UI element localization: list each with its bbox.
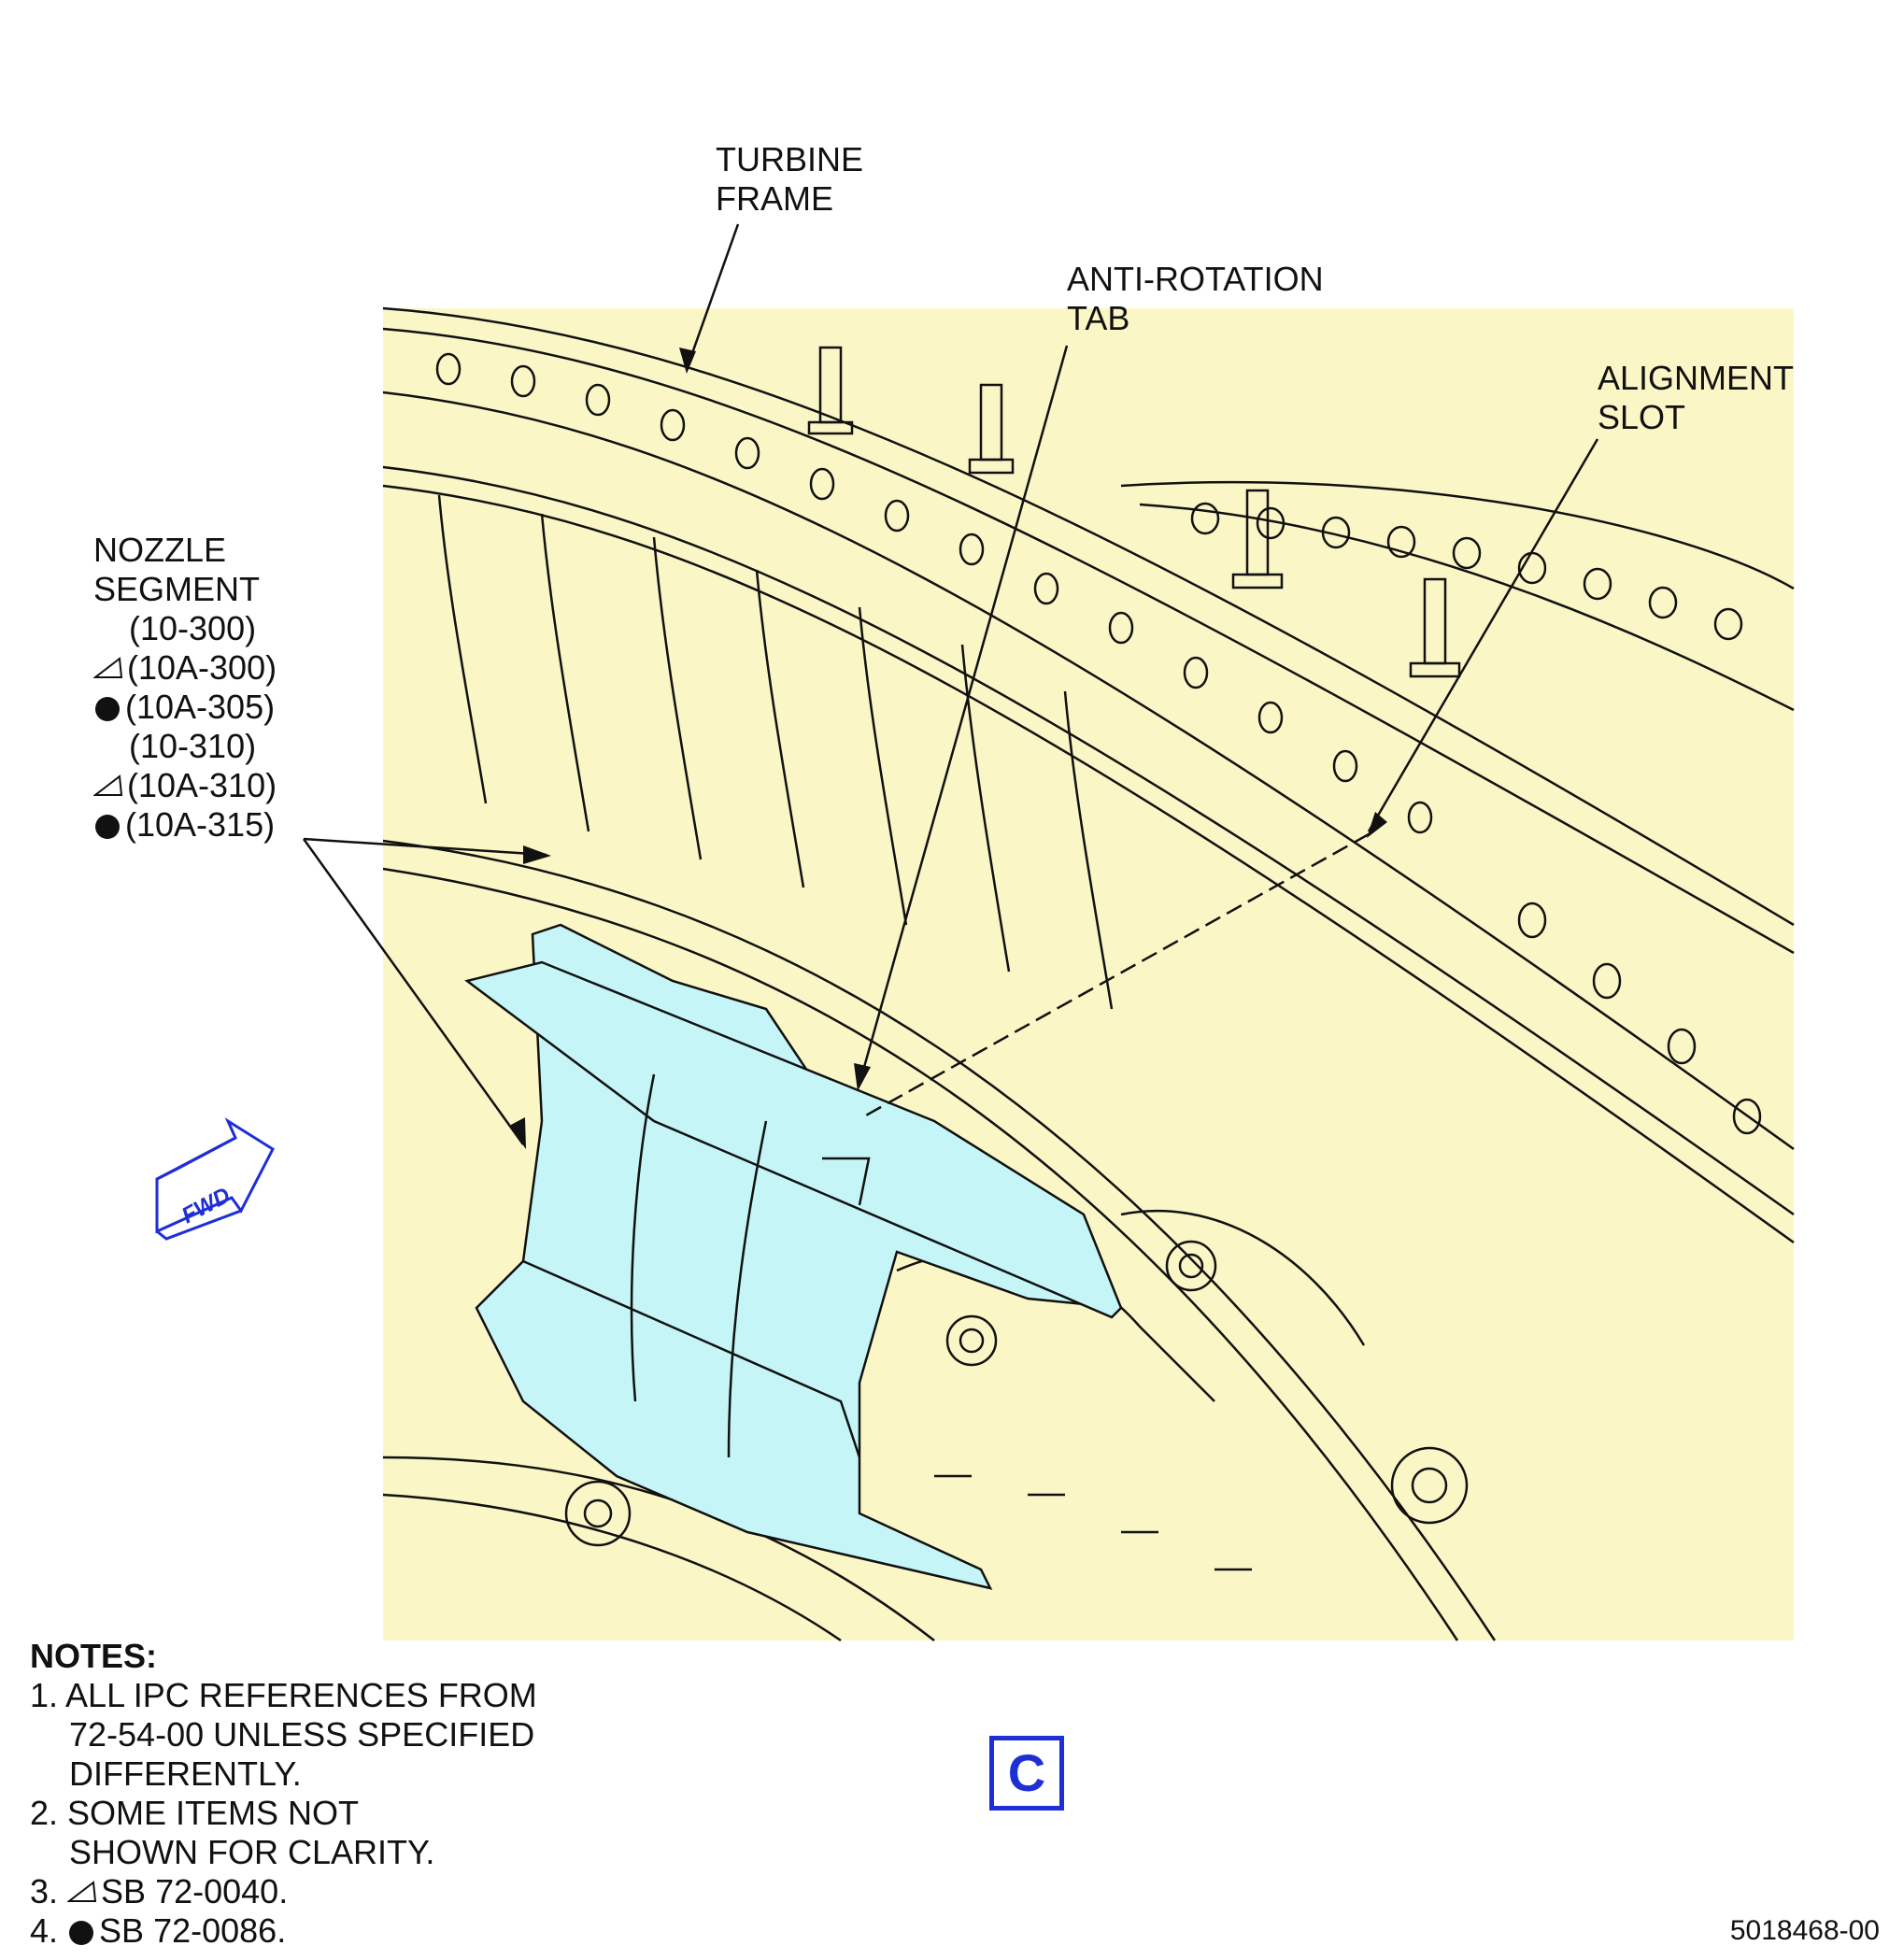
ref-10a-315-row: (10A-315): [93, 805, 277, 845]
notes-block: NOTES: 1. ALL IPC REFERENCES FROM 72-54-…: [30, 1637, 537, 1951]
dot-marker-icon: [69, 1921, 94, 1945]
note-2-line-2: SHOWN FOR CLARITY.: [69, 1833, 435, 1871]
nozzle-vanes-background: [437, 494, 1114, 1010]
triangle-marker-icon: [93, 657, 123, 678]
note-1-line-2: 72-54-00 UNLESS SPECIFIED: [69, 1715, 535, 1754]
leader-arrowheads: [509, 348, 1387, 1149]
turbine-frame-callout: TURBINE FRAME: [716, 140, 864, 218]
frame-studs: [807, 346, 1461, 678]
leader-lines: [302, 223, 1599, 1145]
ref-10a-305-row: (10A-305): [93, 688, 277, 727]
ref-10-310: (10-310): [129, 727, 257, 765]
alignment-slot-callout: ALIGNMENT SLOT: [1598, 359, 1795, 436]
note-1-line-3: DIFFERENTLY.: [69, 1754, 302, 1793]
frame-bolt-holes: [435, 352, 1762, 1135]
dot-marker-icon: [95, 697, 120, 721]
note-3: 3. SB 72-0040.: [30, 1872, 289, 1910]
triangle-marker-icon: [67, 1881, 97, 1902]
nozzle-segment-highlight: [464, 923, 1124, 1590]
ref-10a-300-row: (10A-300): [93, 648, 277, 688]
fwd-arrow-icon: [155, 1117, 275, 1241]
note-1-line-1: 1. ALL IPC REFERENCES FROM: [30, 1676, 537, 1714]
turbine-frame-rings: [382, 306, 1795, 1642]
view-letter-box: C: [989, 1736, 1064, 1811]
figure-number: 5018468-00: [1729, 1915, 1880, 1946]
note-4: 4. SB 72-0086.: [30, 1911, 287, 1950]
anti-rotation-tab-callout: ANTI-ROTATION TAB: [1067, 260, 1324, 337]
notes-heading: NOTES:: [30, 1637, 158, 1675]
ref-10-300: (10-300): [129, 609, 257, 647]
note-2-line-1: 2. SOME ITEMS NOT: [30, 1794, 360, 1832]
ref-10a-310-row: (10A-310): [93, 766, 277, 805]
nozzle-segment-callout: NOZZLE SEGMENT (10-300) (10A-300) (10A-3…: [93, 531, 277, 845]
dot-marker-icon: [95, 815, 120, 839]
triangle-marker-icon: [93, 774, 123, 796]
